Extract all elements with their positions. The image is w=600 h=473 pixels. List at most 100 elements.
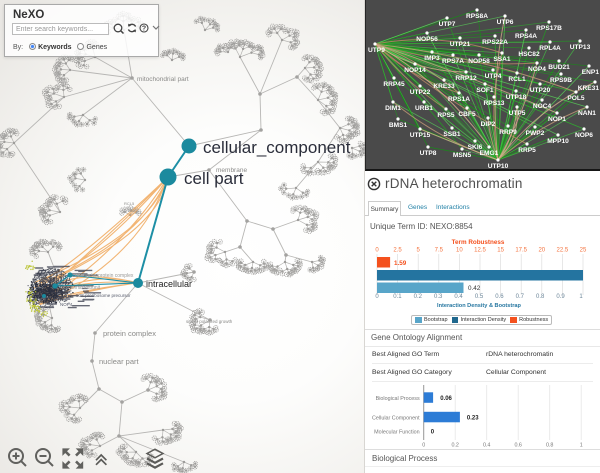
svg-text:0.6: 0.6 <box>495 294 504 300</box>
svg-text:NOP6: NOP6 <box>575 132 593 139</box>
svg-text:?: ? <box>142 26 146 33</box>
svg-text:SKI6: SKI6 <box>468 144 483 151</box>
svg-text:KRE33: KRE33 <box>433 83 455 90</box>
svg-text:IMP3: IMP3 <box>424 55 440 62</box>
svg-text:POL5: POL5 <box>567 95 585 102</box>
svg-text:ENP1: ENP1 <box>582 69 599 76</box>
svg-text:PWP2: PWP2 <box>526 130 545 137</box>
svg-text:RPL4A: RPL4A <box>539 45 561 52</box>
svg-text:RCL1: RCL1 <box>508 76 526 83</box>
svg-text:NOP4: NOP4 <box>528 66 546 73</box>
svg-text:cellular_component: cellular_component <box>203 138 351 157</box>
svg-text:ribosomal subunit: ribosomal subunit <box>61 285 101 291</box>
svg-text:UTP4: UTP4 <box>485 73 502 80</box>
svg-text:MPP10: MPP10 <box>547 138 569 145</box>
svg-text:1: 1 <box>579 294 583 300</box>
svg-text:DIM1: DIM1 <box>385 105 401 112</box>
svg-text:0.2: 0.2 <box>414 294 423 300</box>
svg-text:7.5: 7.5 <box>435 248 444 254</box>
svg-text:0.06: 0.06 <box>440 396 452 402</box>
svg-text:UTP8: UTP8 <box>420 150 437 157</box>
svg-text:RRP5: RRP5 <box>518 147 536 154</box>
svg-text:RPS4A: RPS4A <box>515 33 537 40</box>
svg-text:17.5: 17.5 <box>515 248 527 254</box>
svg-text:CBF2: CBF2 <box>128 208 139 213</box>
svg-text:SSA1: SSA1 <box>493 56 511 63</box>
svg-text:UTP18: UTP18 <box>506 94 527 101</box>
svg-text:RPS9B: RPS9B <box>550 77 572 84</box>
svg-text:UTP6: UTP6 <box>497 19 514 26</box>
svg-text:0: 0 <box>422 443 425 449</box>
svg-text:NOP14: NOP14 <box>404 67 426 74</box>
svg-text:protein complex: protein complex <box>103 329 156 338</box>
svg-text:MSN5: MSN5 <box>453 152 472 159</box>
svg-text:NOC4: NOC4 <box>533 103 552 110</box>
svg-text:12.5: 12.5 <box>474 248 486 254</box>
svg-text:KRE31: KRE31 <box>578 85 599 92</box>
svg-text:RPS1A: RPS1A <box>448 96 470 103</box>
svg-text:CBF5: CBF5 <box>458 111 476 118</box>
svg-text:0: 0 <box>431 430 435 436</box>
svg-text:RPS8A: RPS8A <box>466 13 488 20</box>
svg-text:22.5: 22.5 <box>557 248 569 254</box>
svg-text:0.1: 0.1 <box>393 294 402 300</box>
svg-text:membrane: membrane <box>216 167 247 174</box>
svg-text:0: 0 <box>375 248 379 254</box>
svg-text:ribonucleoprotein complex: ribonucleoprotein complex <box>75 273 134 279</box>
svg-text:0.7: 0.7 <box>516 294 525 300</box>
svg-text:UTP7: UTP7 <box>439 21 456 28</box>
svg-text:0: 0 <box>375 294 379 300</box>
svg-text:HSC82: HSC82 <box>518 51 540 58</box>
svg-text:0.5: 0.5 <box>475 294 484 300</box>
svg-text:1.59: 1.59 <box>394 260 407 267</box>
svg-text:RRP12: RRP12 <box>455 75 477 82</box>
svg-text:Term Robustness: Term Robustness <box>452 239 505 246</box>
svg-text:SSB1: SSB1 <box>443 131 461 138</box>
svg-text:90S preribosome precursor: 90S preribosome precursor <box>76 293 131 298</box>
svg-text:UTP13: UTP13 <box>570 44 591 51</box>
svg-text:UTP9: UTP9 <box>368 47 385 54</box>
svg-text:RPS1A: RPS1A <box>47 270 62 275</box>
svg-text:UTP22: UTP22 <box>410 89 431 96</box>
svg-text:RCL5: RCL5 <box>124 201 135 206</box>
svg-text:EMG1: EMG1 <box>480 150 499 157</box>
svg-text:Biological Process: Biological Process <box>376 396 420 402</box>
svg-text:UTP20: UTP20 <box>530 87 551 94</box>
svg-text:0.8: 0.8 <box>536 294 545 300</box>
svg-text:Cellular Component: Cellular Component <box>372 416 420 422</box>
svg-text:RPS2A: RPS2A <box>42 278 57 283</box>
svg-text:RRP9: RRP9 <box>499 129 517 136</box>
svg-text:NAN1: NAN1 <box>578 110 596 117</box>
svg-text:BUD21: BUD21 <box>548 64 570 71</box>
svg-text:SOF1: SOF1 <box>476 87 494 94</box>
svg-text:20: 20 <box>538 248 545 254</box>
svg-text:URB1: URB1 <box>415 105 433 112</box>
svg-text:2.5: 2.5 <box>393 248 402 254</box>
svg-text:0.42: 0.42 <box>468 285 481 292</box>
svg-text:0.8: 0.8 <box>546 443 554 449</box>
svg-text:25: 25 <box>580 248 587 254</box>
svg-text:NOP56: NOP56 <box>416 36 438 43</box>
svg-text:0.23: 0.23 <box>467 416 479 422</box>
svg-text:DIP2: DIP2 <box>481 121 496 128</box>
svg-text:RPS17B: RPS17B <box>536 25 562 32</box>
svg-text:NOP58: NOP58 <box>468 58 490 65</box>
svg-text:NOP4: NOP4 <box>60 302 73 307</box>
svg-text:NOP1: NOP1 <box>548 116 566 123</box>
svg-text:Molecular Function: Molecular Function <box>374 430 420 436</box>
svg-text:Interaction Density & Bootstra: Interaction Density & Bootstrap <box>437 303 522 309</box>
svg-text:BMS1: BMS1 <box>389 122 408 129</box>
svg-text:RRP45: RRP45 <box>383 81 405 88</box>
svg-text:0.4: 0.4 <box>454 294 463 300</box>
svg-text:UTP21: UTP21 <box>450 41 471 48</box>
svg-text:UTP5: UTP5 <box>509 110 526 117</box>
svg-text:UTP10: UTP10 <box>488 163 509 169</box>
svg-text:0.9: 0.9 <box>556 294 565 300</box>
svg-text:RPS22A: RPS22A <box>482 39 508 46</box>
svg-text:RPS13: RPS13 <box>484 100 505 107</box>
svg-text:0.2: 0.2 <box>451 443 459 449</box>
svg-text:1: 1 <box>580 443 583 449</box>
svg-text:site of polarized growth: site of polarized growth <box>186 319 233 324</box>
svg-text:RPS7A: RPS7A <box>442 58 464 65</box>
svg-text:15: 15 <box>497 248 504 254</box>
